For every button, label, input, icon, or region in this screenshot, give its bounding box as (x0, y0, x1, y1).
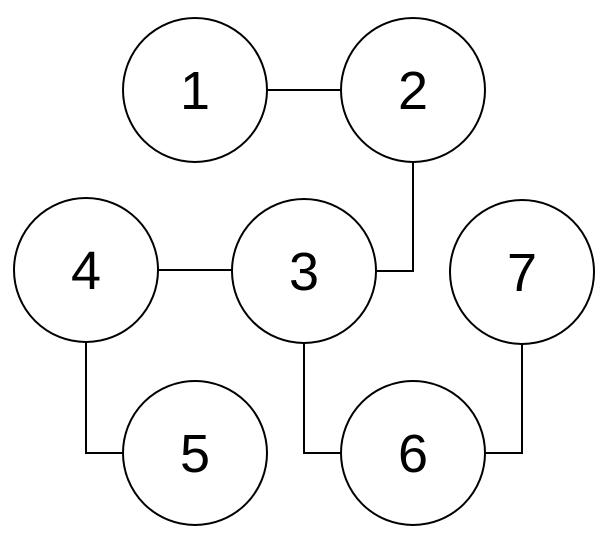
node-circle-7 (449, 199, 595, 345)
node-2: 2 (340, 17, 486, 163)
node-circle-2 (340, 17, 486, 163)
edge-2-3 (376, 162, 414, 272)
node-label-5: 5 (180, 424, 210, 484)
node-4: 4 (13, 197, 159, 343)
node-label-4: 4 (71, 241, 101, 301)
node-6: 6 (340, 380, 486, 526)
node-circle-5 (122, 380, 268, 526)
node-label-1: 1 (180, 61, 210, 121)
node-3: 3 (231, 198, 377, 344)
node-5: 5 (122, 380, 268, 526)
node-circle-1 (122, 17, 268, 163)
node-label-6: 6 (398, 424, 428, 484)
node-1: 1 (122, 17, 268, 163)
node-7: 7 (449, 199, 595, 345)
node-label-3: 3 (289, 242, 319, 302)
node-circle-4 (13, 197, 159, 343)
edge-4-5 (85, 342, 123, 454)
edge-3-6 (303, 343, 341, 454)
edge-7-6 (485, 344, 523, 454)
node-label-7: 7 (507, 243, 537, 303)
node-circle-6 (340, 380, 486, 526)
node-circle-3 (231, 198, 377, 344)
node-label-2: 2 (398, 61, 428, 121)
